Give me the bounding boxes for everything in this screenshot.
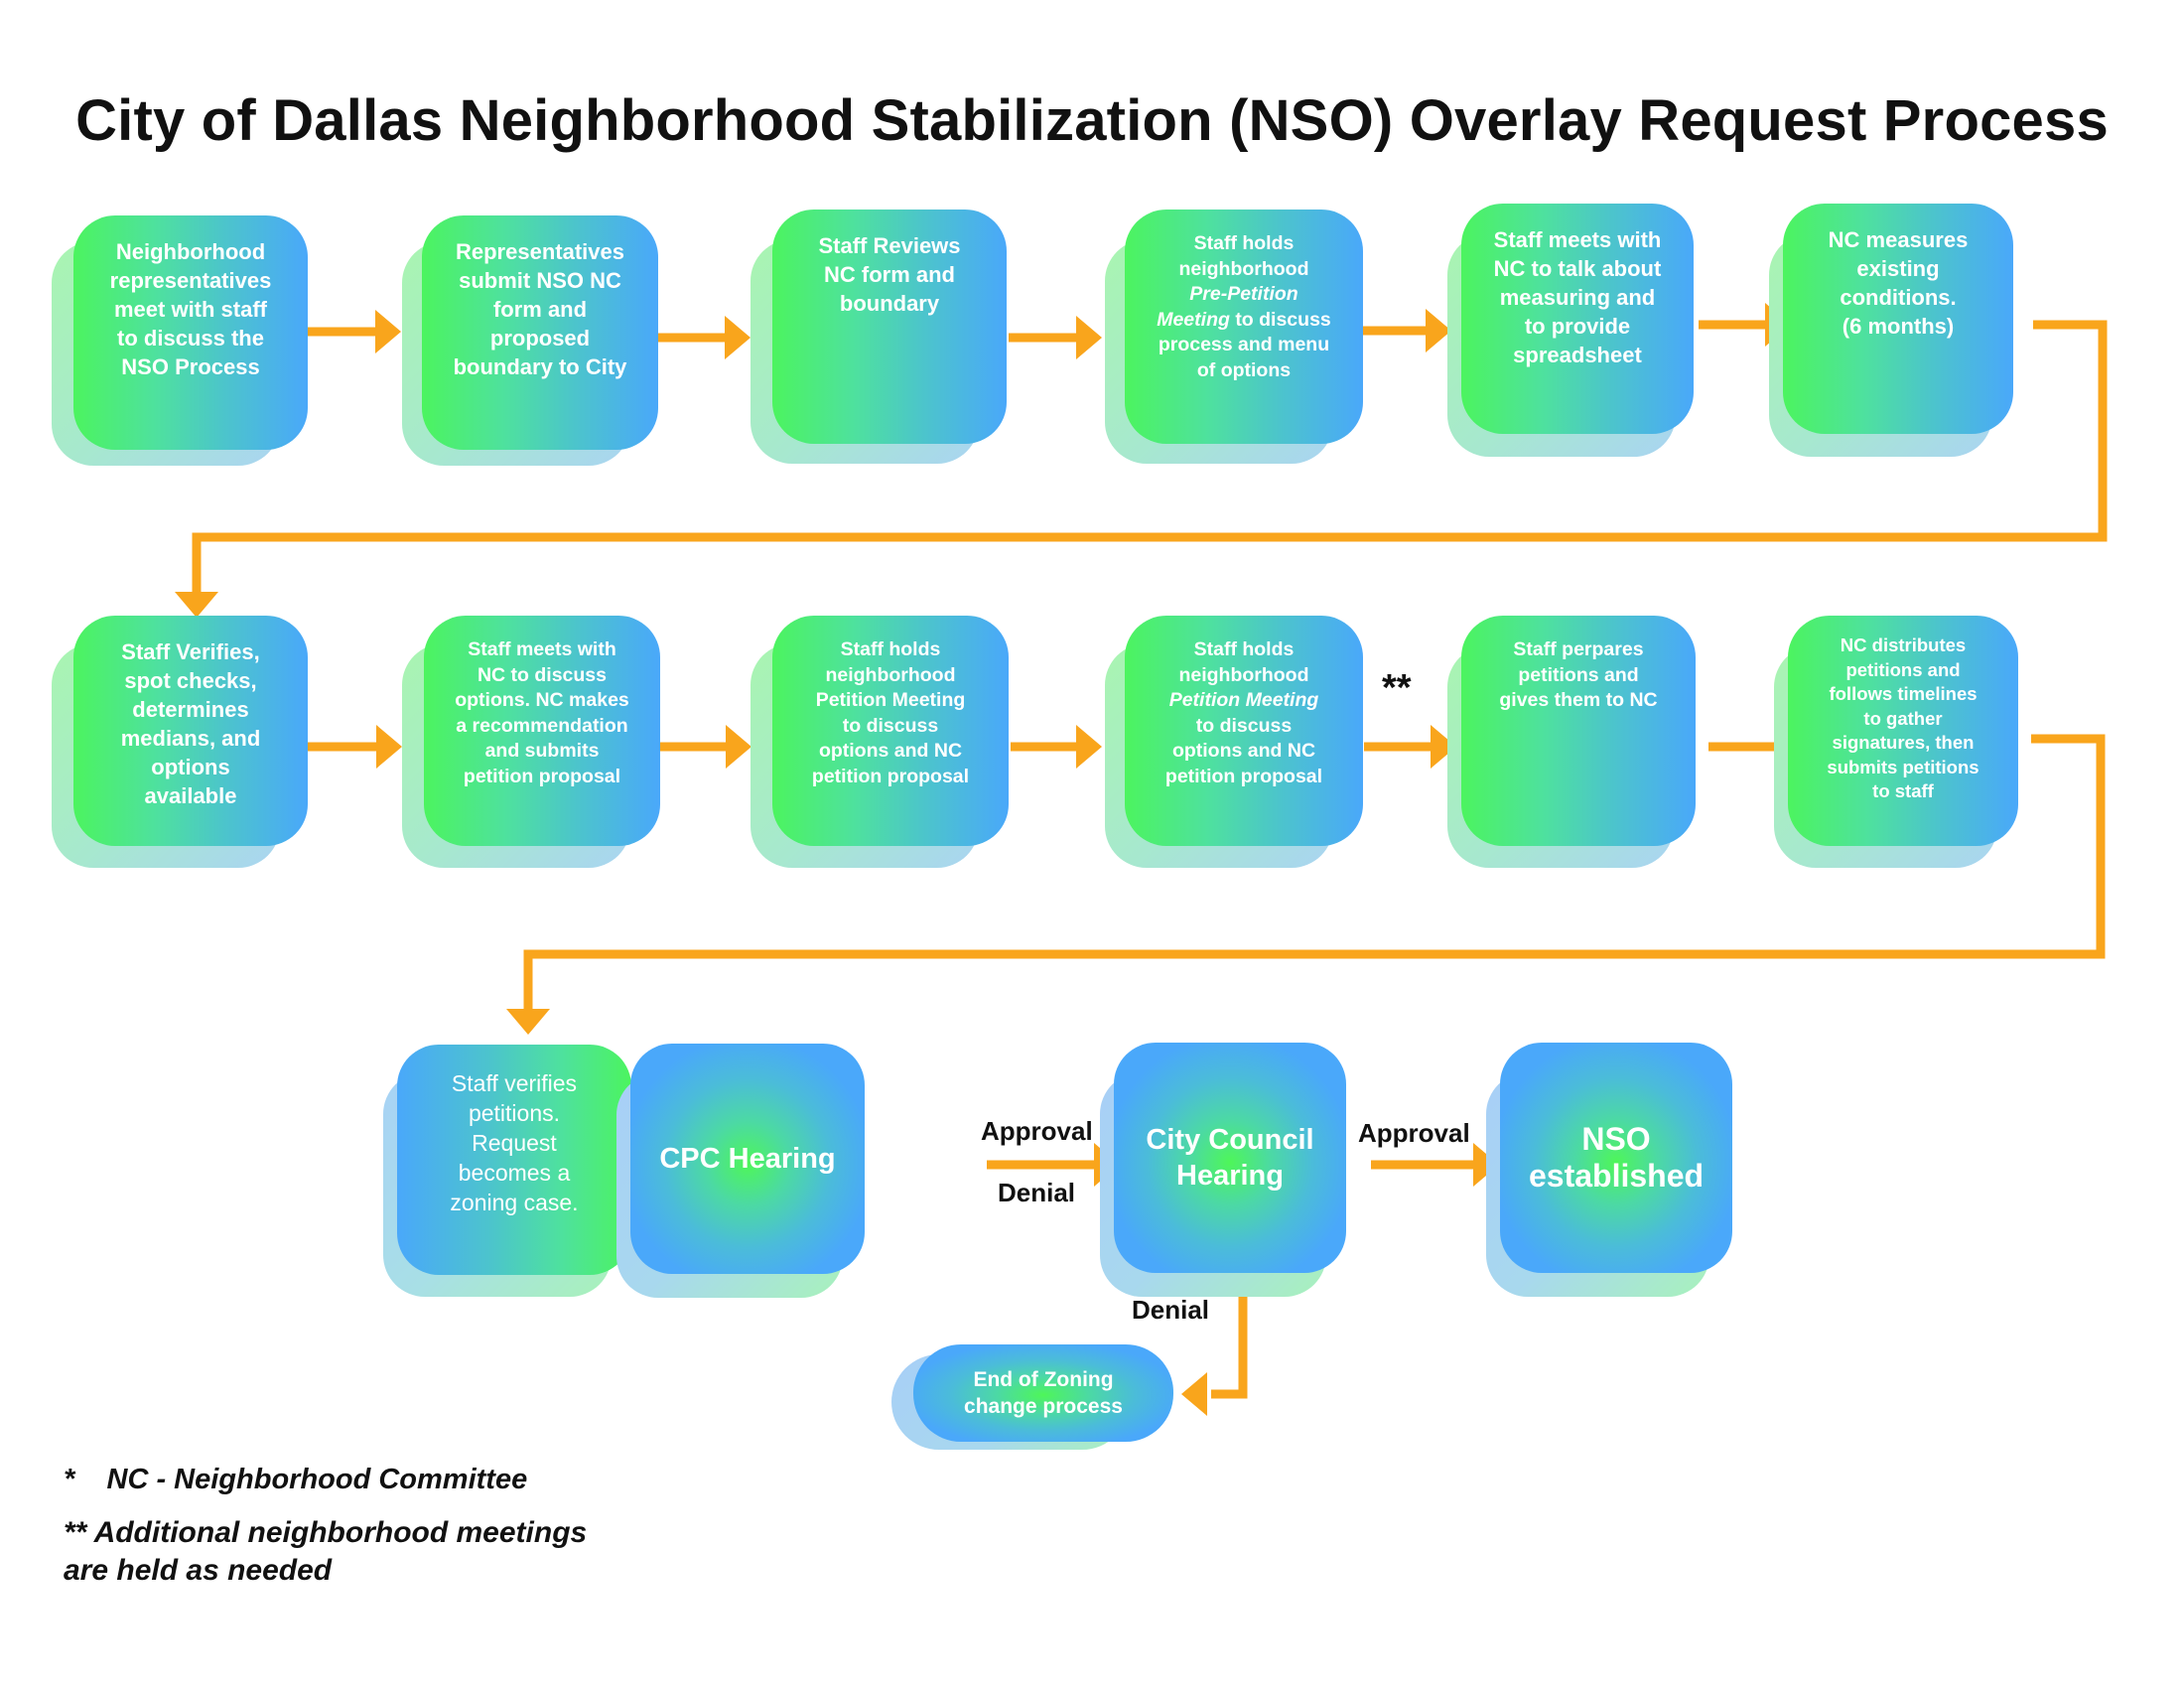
arrow-step4-to-step5-head [1426,309,1451,352]
council-approval-label: Approval [1358,1118,1470,1148]
arrow-row1-to-row2-shaft [192,320,2108,594]
arrow-step3-to-step4-head [1076,316,1102,359]
note-nc-definition: * NC - Neighborhood Committee [64,1464,528,1495]
arrow-step1-to-step2-head [375,310,401,353]
arrow-row2-to-row3-shaft [523,734,2106,1011]
arrow-council-denial-head [1181,1372,1207,1416]
page-title: City of Dallas Neighborhood Stabilizatio… [75,88,2109,153]
arrow-step10-to-step11-head [1431,725,1456,769]
note-additional-meetings-line1: ** Additional neighborhood meetings [64,1516,588,1549]
cpc-denial-label: Denial [998,1178,1076,1207]
arrow-council-denial-shaft [1211,1293,1248,1399]
cpc-hearing-text: CPC Hearing [659,1143,836,1175]
additional-meetings-marker: ** [1382,667,1412,709]
cpc-approval-label: Approval [981,1116,1093,1146]
arrow-step8-to-step9-head [726,725,751,769]
arrow-row2-to-row3-head [506,1009,550,1035]
arrow-step7-to-step8-head [376,725,402,769]
arrow-row1-to-row2-head [175,592,218,618]
arrow-step9-to-step10-head [1076,725,1102,769]
note-additional-meetings-line2: are held as needed [64,1554,333,1587]
council-denial-label: Denial [1132,1295,1210,1325]
arrow-step2-to-step3-head [725,316,751,359]
